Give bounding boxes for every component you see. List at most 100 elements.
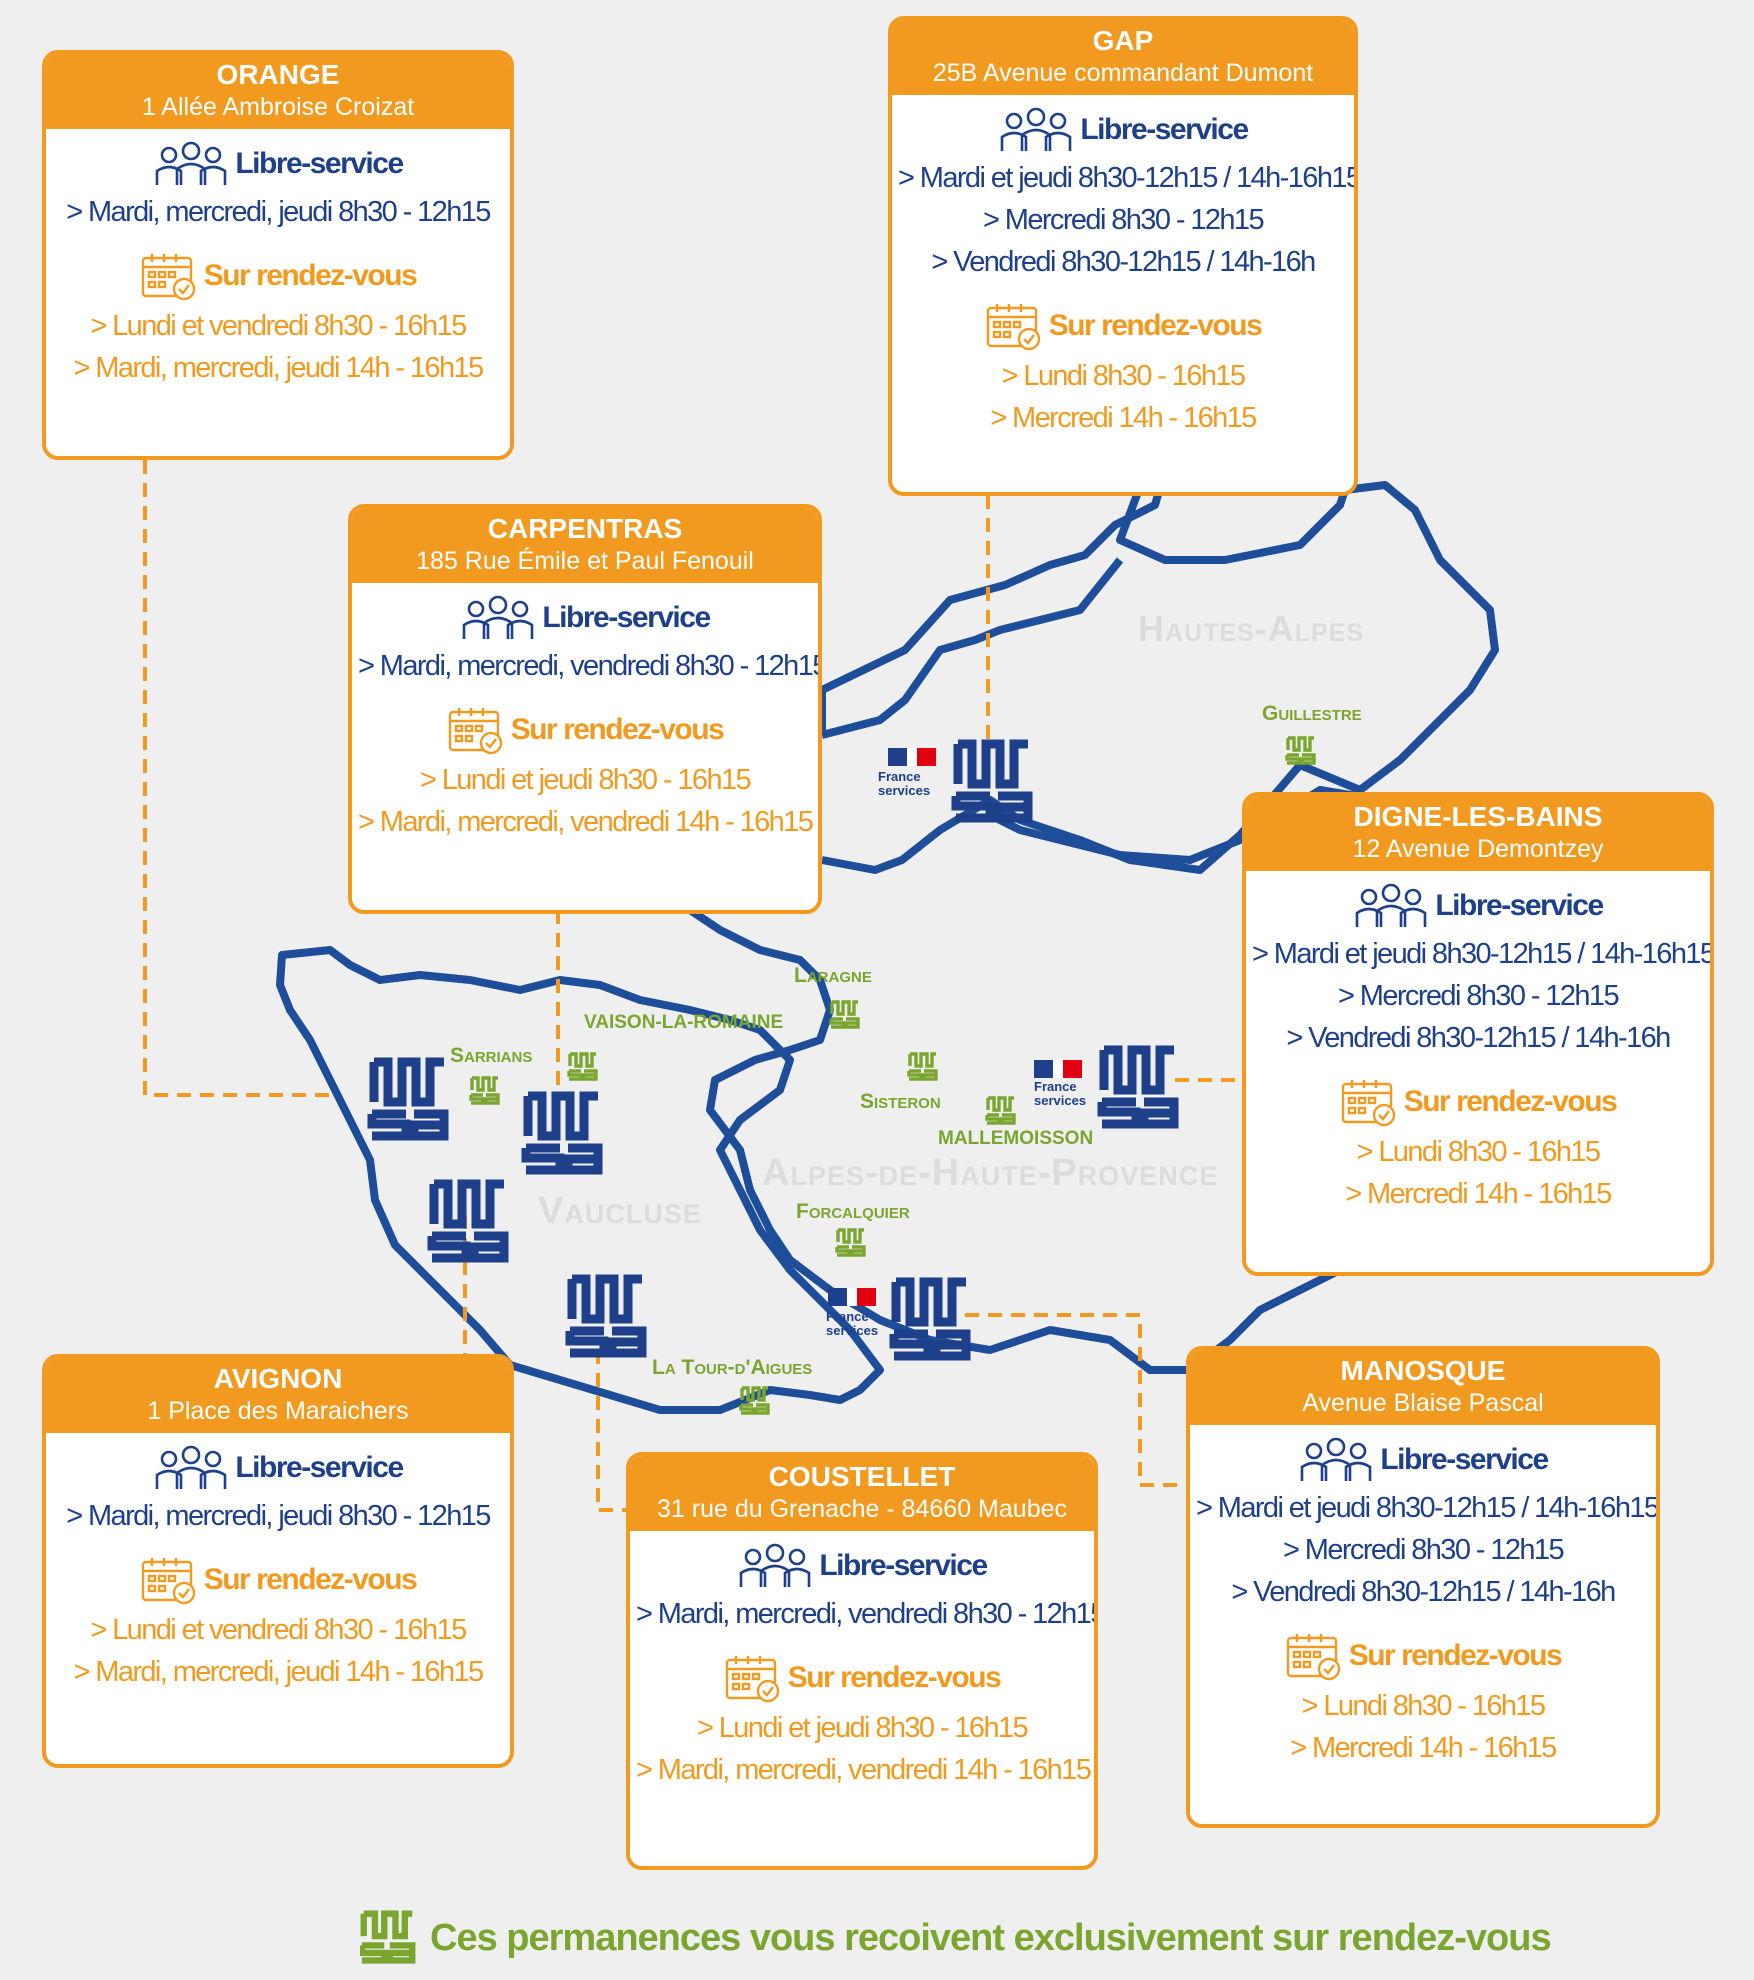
- hours-line: > Mardi, mercredi, jeudi 8h30 - 12h15: [66, 1500, 491, 1532]
- hours-line: > Mercredi 14h - 16h15: [1345, 1178, 1612, 1210]
- libre-service-hours: > Mardi et jeudi 8h30-12h15 / 14h-16h15 …: [1252, 933, 1714, 1059]
- calendar-icon: [1341, 1080, 1395, 1127]
- office-name: CARPENTRAS: [487, 513, 683, 544]
- hours-line: > Mardi, mercredi, jeudi 8h30 - 12h15: [66, 196, 491, 228]
- rdv-heading: Sur rendez-vous: [1252, 1077, 1704, 1127]
- town-la-tour-daigues: La Tour-d'Aigues: [652, 1356, 813, 1379]
- region-alpes-de-haute-provence: Alpes-de-Haute-Provence: [762, 1152, 1219, 1194]
- hours-line: > Mercredi 14h - 16h15: [990, 402, 1257, 434]
- office-card-carpentras: CARPENTRAS 185 Rue Émile et Paul Fenouil…: [348, 504, 822, 914]
- office-name: AVIGNON: [213, 1363, 343, 1394]
- office-body: Libre-service > Mardi, mercredi, jeudi 8…: [46, 1433, 510, 1701]
- libre-service-heading: Libre-service: [898, 107, 1348, 153]
- calendar-icon: [448, 708, 502, 755]
- hours-line: > Mardi, mercredi, vendredi 14h - 16h15: [358, 806, 814, 838]
- office-card-manosque: MANOSQUE Avenue Blaise Pascal Libre-serv…: [1186, 1346, 1660, 1828]
- hours-line: > Mardi, mercredi, vendredi 8h30 - 12h15: [636, 1598, 1098, 1630]
- libre-service-heading: Libre-service: [52, 141, 504, 187]
- people-icon: [156, 1445, 227, 1489]
- libre-service-heading: Libre-service: [1196, 1437, 1650, 1483]
- town-forcalquier: Forcalquier: [796, 1200, 910, 1223]
- calendar-icon: [141, 1558, 195, 1605]
- town-sisteron: Sisteron: [860, 1090, 941, 1113]
- rdv-heading: Sur rendez-vous: [52, 251, 504, 301]
- msa-small-vaison: [567, 1052, 598, 1081]
- office-card-gap: GAP 25B Avenue commandant Dumont Libre-s…: [888, 16, 1358, 496]
- rdv-hours: > Lundi et vendredi 8h30 - 16h15 > Mardi…: [52, 305, 504, 389]
- town-vaison-la-romaine: VAISON-LA-ROMAINE: [584, 1012, 784, 1033]
- libre-service-heading: Libre-service: [52, 1445, 504, 1491]
- office-address: 1 Place des Maraichers: [147, 1397, 409, 1425]
- hours-line: > Lundi et vendredi 8h30 - 16h15: [90, 1614, 467, 1646]
- town-mallemoisson: MALLEMOISSON: [938, 1128, 1094, 1149]
- office-address: 25B Avenue commandant Dumont: [932, 59, 1314, 87]
- people-icon: [463, 595, 534, 639]
- office-header: GAP 25B Avenue commandant Dumont: [892, 20, 1354, 95]
- hours-line: > Mercredi 8h30 - 12h15: [983, 204, 1265, 236]
- town-sarrians: Sarrians: [450, 1044, 533, 1067]
- hours-line: > Lundi et vendredi 8h30 - 16h15: [90, 310, 467, 342]
- people-icon: [1001, 107, 1072, 151]
- rdv-title: Sur rendez-vous: [1048, 309, 1263, 342]
- libre-service-title: Libre-service: [235, 1451, 404, 1484]
- rdv-title: Sur rendez-vous: [203, 1563, 418, 1596]
- france-services-line2: services: [826, 1323, 879, 1338]
- legend-text: Ces permanences vous recoivent exclusive…: [430, 1916, 1552, 1959]
- office-body: Libre-service > Mardi et jeudi 8h30-12h1…: [1190, 1425, 1656, 1777]
- hours-line: > Lundi et jeudi 8h30 - 16h15: [696, 1712, 1029, 1744]
- calendar-icon: [141, 254, 195, 301]
- office-address: Avenue Blaise Pascal: [1302, 1389, 1544, 1417]
- rdv-title: Sur rendez-vous: [787, 1661, 1002, 1694]
- office-header: DIGNE-LES-BAINS 12 Avenue Demontzey: [1246, 796, 1710, 871]
- hours-line: > Mercredi 8h30 - 12h15: [1338, 980, 1620, 1012]
- office-body: Libre-service > Mardi et jeudi 8h30-12h1…: [1246, 871, 1710, 1223]
- libre-service-title: Libre-service: [1080, 113, 1249, 146]
- france-services-digne: France services: [1034, 1080, 1098, 1108]
- hours-line: > Mardi et jeudi 8h30-12h15 / 14h-16h15: [1252, 938, 1714, 970]
- msa-small-logo-icon: [360, 1910, 416, 1964]
- msa-small-forcalquier: [835, 1228, 866, 1257]
- libre-service-title: Libre-service: [1435, 889, 1604, 922]
- hours-line: > Lundi 8h30 - 16h15: [1356, 1136, 1602, 1168]
- france-services-line1: France: [826, 1309, 869, 1324]
- hours-line: > Vendredi 8h30-12h15 / 14h-16h: [931, 246, 1316, 278]
- office-header: MANOSQUE Avenue Blaise Pascal: [1190, 1350, 1656, 1425]
- town-laragne: Laragne: [794, 964, 872, 987]
- hours-line: > Mercredi 8h30 - 12h15: [1283, 1534, 1565, 1566]
- rdv-title: Sur rendez-vous: [1403, 1085, 1618, 1118]
- msa-logo-orange: [372, 1062, 444, 1136]
- office-address: 185 Rue Émile et Paul Fenouil: [416, 547, 754, 575]
- office-body: Libre-service > Mardi, mercredi, vendred…: [630, 1531, 1094, 1799]
- office-name: COUSTELLET: [768, 1461, 956, 1492]
- rdv-hours: > Lundi et jeudi 8h30 - 16h15 > Mardi, m…: [636, 1707, 1092, 1791]
- rdv-hours: > Lundi et jeudi 8h30 - 16h15 > Mardi, m…: [358, 759, 814, 843]
- hautes-alpes-outline-2: [820, 557, 1124, 739]
- rdv-hours: > Lundi 8h30 - 16h15 > Mercredi 14h - 16…: [1252, 1131, 1704, 1215]
- hours-line: > Mardi et jeudi 8h30-12h15 / 14h-16h15: [898, 162, 1358, 194]
- msa-logo-avignon: [432, 1184, 504, 1258]
- hours-line: > Lundi et jeudi 8h30 - 16h15: [419, 764, 752, 796]
- office-card-avignon: AVIGNON 1 Place des Maraichers Libre-ser…: [42, 1354, 514, 1768]
- office-header: ORANGE 1 Allée Ambroise Croizat: [46, 54, 510, 129]
- hours-line: > Vendredi 8h30-12h15 / 14h-16h: [1231, 1576, 1616, 1608]
- france-services-gap: France services: [878, 770, 942, 798]
- msa-logo-digne: [1102, 1050, 1174, 1124]
- france-services-line1: France: [1034, 1079, 1077, 1094]
- legend-footer: Ces permanences vous recoivent exclusive…: [360, 1910, 1552, 1966]
- rdv-heading: Sur rendez-vous: [358, 705, 812, 755]
- libre-service-hours: > Mardi, mercredi, jeudi 8h30 - 12h15: [52, 1495, 504, 1537]
- office-card-orange: ORANGE 1 Allée Ambroise Croizat Libre-se…: [42, 50, 514, 460]
- libre-service-title: Libre-service: [542, 601, 711, 634]
- people-icon: [156, 141, 227, 185]
- rdv-title: Sur rendez-vous: [203, 259, 418, 292]
- office-address: 12 Avenue Demontzey: [1352, 835, 1604, 863]
- hours-line: > Lundi 8h30 - 16h15: [1301, 1690, 1547, 1722]
- rdv-title: Sur rendez-vous: [510, 713, 725, 746]
- vaucluse-outline: [276, 946, 884, 1414]
- libre-service-heading: Libre-service: [358, 595, 812, 641]
- france-services-line2: services: [878, 783, 931, 798]
- msa-small-laragne: [829, 1000, 860, 1029]
- office-name: MANOSQUE: [1340, 1355, 1506, 1386]
- calendar-icon: [986, 304, 1040, 351]
- france-flag-gap: [888, 748, 936, 766]
